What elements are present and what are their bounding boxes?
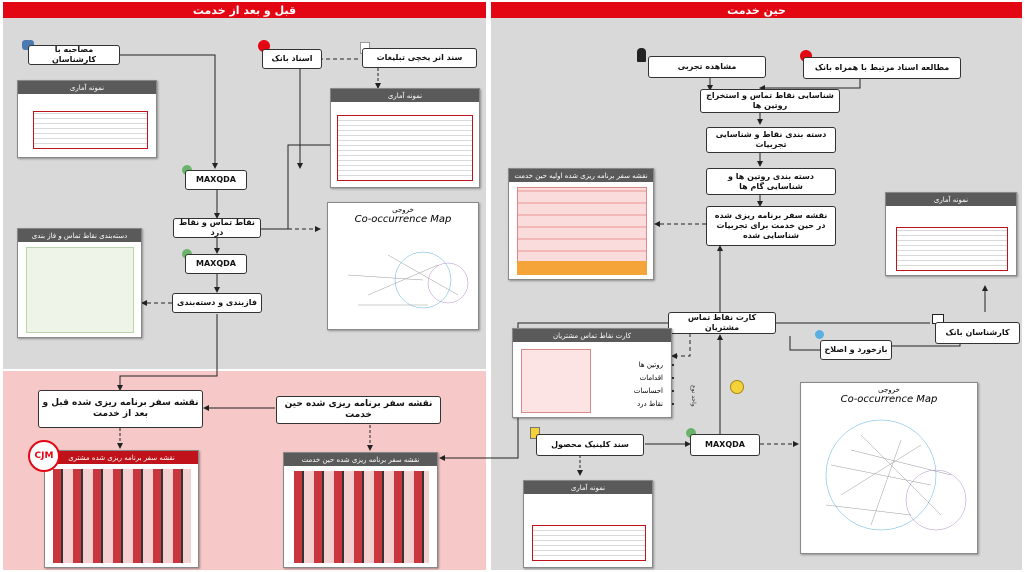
ad-doc-box: سند انر یخچی تبلیغات [362,48,477,68]
touch-card-title: کارت نقاط تماس مشتریان [513,329,671,342]
output-map-card-left: خروجی Co-occurrence Map [327,202,479,330]
initial-map-footer [517,261,647,275]
mini-table [532,525,646,561]
observe-box: مشاهده تجربی [648,56,766,78]
maxqda-box-right: MAXQDA [690,434,760,456]
initial-map-card: نقشه سفر برنامه ریزی شده اولیه حین خدمت [508,168,654,280]
output-map-title: Co-occurrence Map [840,394,938,405]
smiley-icon [730,380,744,394]
stat-sample-card-title: نمونه آماری [524,481,652,494]
output-label: خروجی [878,386,900,394]
touch-card-preview [521,349,591,413]
mini-table [33,111,148,149]
maxqda-icon [686,428,696,438]
before-after-map-box: نقشه سفر برنامه ریزی شده قبل و بعد از خد… [38,390,203,428]
mini-table [896,227,1008,271]
interview-box: مصاحبه با کارشناسان [28,45,120,65]
bullet-item: روتین ها [597,359,663,372]
stat-sample-card-left-1: نمونه آماری [17,80,157,158]
person-icon [637,48,646,62]
cjm-badge: CJM [28,440,60,472]
bullet-item: احساسات [597,385,663,398]
review-icon [815,330,824,339]
stat-sample-card-right-2: نمونه آماری [523,480,653,568]
touch-card-bullets: روتین ها اقدامات احساسات نقاط درد [597,359,673,411]
experts-box: کارشناسان بانک [935,322,1020,344]
during-map-card-title: نقشه سفر برنامه ریزی شده حین خدمت [284,453,437,466]
cjm-card: نقشه سفر برنامه ریزی شده مشتری [44,450,199,568]
output-map-card-right: خروجی Co-occurrence Map [800,382,978,554]
coding-card-title: دسته‌بندی نقاط تماس و فاز بندی [18,229,141,242]
initial-map-preview [517,187,647,275]
during-map-box: نقشه سفر برنامه ریزی شده حین خدمت [276,396,441,424]
maxqda-box-2: MAXQDA [185,254,247,274]
clinical-box: سند کلینیک محصول [536,434,644,456]
stat-sample-card-left-2: نمونه آماری [330,88,480,188]
journey-map-box: نقشه سفر برنامه ریزی شده در حین خدمت برا… [706,206,836,246]
during-map-preview [294,471,429,563]
identify-box: شناسایی نقاط تماس و استخراج روتین ها [700,89,840,113]
touch-card: کارت نقاط تماس مشتریان روتین ها اقدامات … [512,328,672,418]
coding-card: دسته‌بندی نقاط تماس و فاز بندی [17,228,142,338]
network-graph [825,419,967,531]
output-label: خروجی [392,206,414,214]
right-panel-title: حین خدمت [491,2,1022,18]
cjm-card-title: نقشه سفر برنامه ریزی شده مشتری [45,451,198,464]
stat-sample-card-title: نمونه آماری [18,81,156,94]
during-map-card: نقشه سفر برنامه ریزی شده حین خدمت [283,452,438,568]
mini-table [337,115,473,181]
stat-sample-card-title: نمونه آماری [331,89,479,102]
maxqda-box-1: MAXQDA [185,170,247,190]
categorize-touch-box: دسته بندی نقاط و شناسایی تجربیات [706,127,836,153]
stat-sample-card-right: نمونه آماری [885,192,1017,276]
stat-sample-card-title: نمونه آماری [886,193,1016,206]
review-box: بازخورد و اصلاح [820,340,892,360]
left-panel-title: قبل و بعد از خدمت [3,2,486,18]
side-label: واحد نوع [690,385,697,407]
output-map-title: Co-occurrence Map [354,214,452,225]
study-docs-box: مطالعه اسناد مرتبط با همراه بانک [803,57,961,79]
bank-doc-box: اسناد بانک [262,49,322,69]
initial-map-card-title: نقشه سفر برنامه ریزی شده اولیه حین خدمت [509,169,653,182]
touchpoints-box: نقاط تماس و نقاط درد [173,218,261,238]
cjm-preview [53,469,191,563]
bullet-item: نقاط درد [597,398,663,411]
clinical-doc-icon [530,427,540,439]
network-graph [347,251,469,309]
touch-card-box: کارت نقاط تماس مشتریان [668,312,776,334]
classify-box: فازبندی و دسته‌بندی [172,293,262,313]
categorize-routine-box: دسته بندی روتین ها و شناسایی گام ها [706,168,836,195]
coding-preview [26,247,134,333]
bullet-item: اقدامات [597,372,663,385]
